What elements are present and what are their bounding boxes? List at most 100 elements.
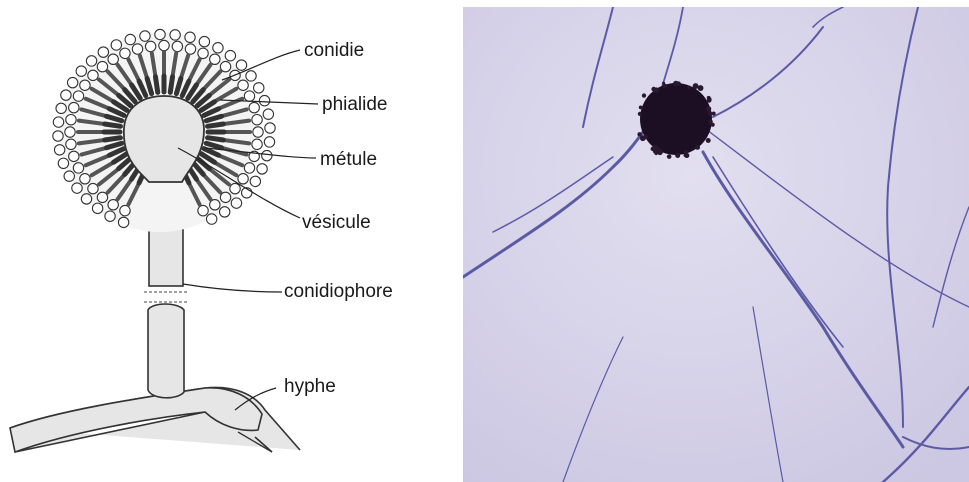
spore-dot	[684, 153, 688, 157]
spore-dot	[653, 87, 659, 93]
conidium	[118, 217, 128, 227]
spore-dot	[706, 106, 711, 111]
spore-dot	[662, 82, 665, 85]
conidium	[54, 145, 64, 155]
conidium	[230, 183, 240, 193]
conidium	[53, 117, 63, 127]
conidium	[185, 44, 195, 54]
conidium	[72, 183, 82, 193]
conidium	[170, 30, 180, 40]
conidium	[159, 40, 169, 50]
conidium	[250, 176, 260, 186]
conidium	[145, 41, 155, 51]
spore-dot	[667, 154, 672, 159]
conidium	[140, 31, 150, 41]
spore-dot	[640, 135, 646, 141]
micrograph	[463, 7, 969, 482]
conidium	[238, 80, 248, 90]
label-conidie: conidie	[304, 41, 364, 60]
conidium	[252, 139, 262, 149]
conidium	[80, 80, 90, 90]
conidium	[238, 174, 248, 184]
label-metule: métule	[320, 150, 377, 169]
conidium	[73, 91, 83, 101]
conidium	[56, 103, 66, 113]
conidium	[249, 102, 259, 112]
label-vesicule: vésicule	[302, 213, 371, 232]
conidium	[172, 41, 182, 51]
conidium	[81, 194, 91, 204]
spore-dot	[637, 132, 641, 136]
conidium	[58, 158, 68, 168]
conidium	[69, 151, 79, 161]
metule	[105, 138, 121, 140]
conidium	[253, 127, 263, 137]
conidium	[220, 61, 230, 71]
conidium	[88, 70, 98, 80]
spore-dot	[673, 81, 679, 87]
conidium	[246, 71, 256, 81]
conidial-head	[53, 29, 275, 232]
conidium	[67, 77, 77, 87]
conidium	[265, 123, 275, 133]
conidium	[105, 211, 115, 221]
spore-dot	[711, 123, 715, 127]
label-hyphe: hyphe	[284, 377, 336, 396]
conidium	[132, 44, 142, 54]
spore-dot	[659, 149, 663, 153]
metule	[105, 124, 121, 126]
conidium	[66, 114, 76, 124]
conidium	[111, 40, 121, 50]
conidium	[125, 34, 135, 44]
conidium	[244, 163, 254, 173]
conidium	[206, 214, 216, 224]
conidium	[198, 48, 208, 58]
spore-dot	[693, 83, 699, 89]
conidium	[244, 91, 254, 101]
metule	[208, 138, 224, 140]
conidium	[92, 203, 102, 213]
label-conidiophore: conidiophore	[284, 282, 393, 301]
conidium	[264, 137, 274, 147]
conidium	[61, 90, 71, 100]
conidium	[66, 139, 76, 149]
spore-dot	[642, 93, 646, 97]
conidium	[231, 198, 241, 208]
label-phialide: phialide	[322, 95, 388, 114]
conidium	[86, 56, 96, 66]
spore-dot	[675, 153, 680, 158]
conidium	[198, 205, 208, 215]
conidium	[225, 50, 235, 60]
spore-dot	[639, 106, 643, 110]
spore-dot	[706, 138, 711, 143]
conidium	[263, 109, 273, 119]
conidium	[155, 29, 165, 39]
conidium	[252, 114, 262, 124]
conidium	[259, 95, 269, 105]
conidium	[53, 131, 63, 141]
conidium	[220, 192, 230, 202]
conidium	[64, 171, 74, 181]
spore-dot	[708, 111, 713, 116]
conidium	[97, 192, 107, 202]
conidium	[98, 47, 108, 57]
conidium	[213, 43, 223, 53]
spore-dot	[638, 112, 642, 116]
conidium	[88, 183, 98, 193]
conidium	[199, 36, 209, 46]
spore-dot	[652, 144, 657, 149]
conidiophore-lower	[148, 304, 184, 398]
conidium	[69, 102, 79, 112]
spore-dot	[695, 145, 700, 150]
metule	[208, 124, 224, 126]
conidium	[257, 164, 267, 174]
conidium	[185, 32, 195, 42]
conidium	[76, 66, 86, 76]
conidium	[236, 60, 246, 70]
conidium	[120, 205, 130, 215]
conidium	[97, 61, 107, 71]
conidiophore-diagram	[0, 0, 460, 482]
spore-dot	[654, 152, 657, 155]
conidium	[120, 48, 130, 58]
